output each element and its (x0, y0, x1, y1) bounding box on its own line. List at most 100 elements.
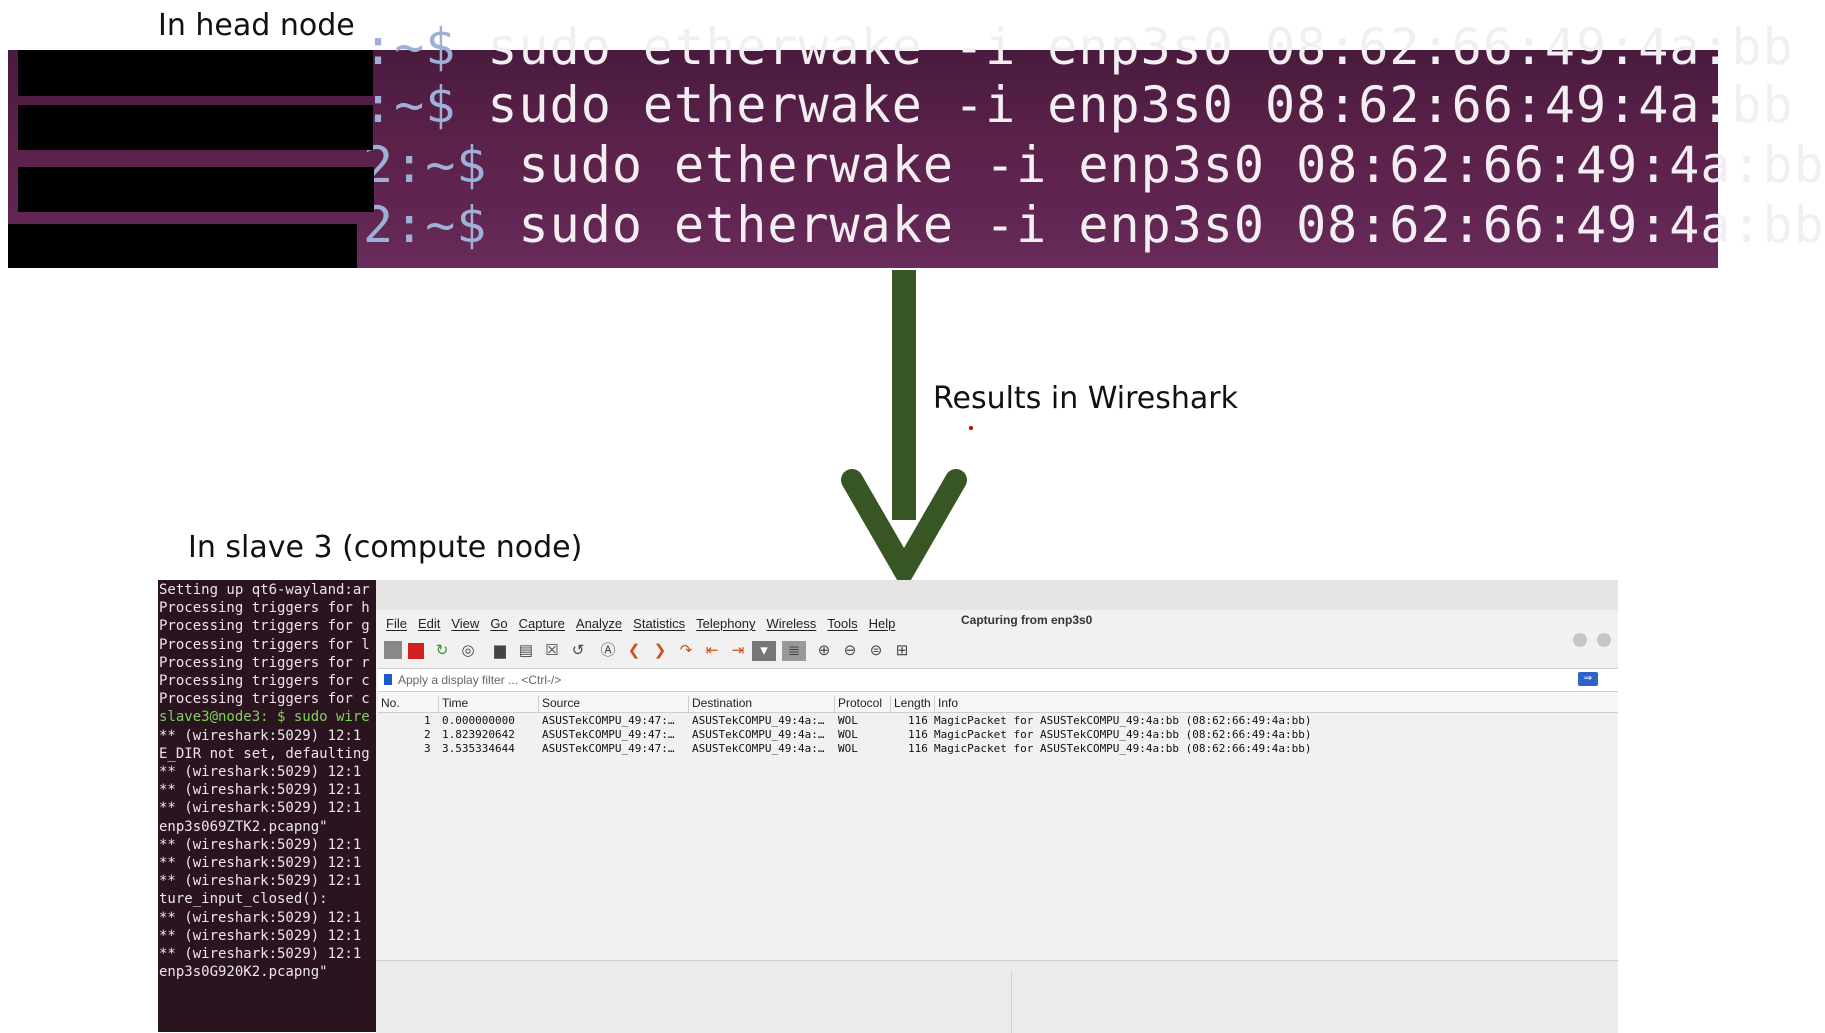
autoscroll-icon[interactable]: ▾ (752, 641, 776, 661)
normal-size-icon[interactable]: ⊜ (869, 642, 883, 659)
stray-dot (969, 426, 973, 430)
packet-source-cell: ASUSTekCOMPU_49:47:… (542, 742, 675, 755)
menu-wireless[interactable]: Wireless (766, 616, 817, 631)
redaction-box (18, 105, 373, 150)
first-packet-icon[interactable]: ⇤ (705, 642, 719, 659)
terminal-line: ** (wireshark:5029) 12:1 (159, 855, 362, 871)
terminal-line: ** (wireshark:5029) 12:1 (159, 946, 362, 962)
packet-destination-cell: ASUSTekCOMPU_49:4a:… (692, 742, 825, 755)
packet-source-cell: ASUSTekCOMPU_49:47:… (542, 728, 675, 741)
packet-row[interactable]: 3 3.535334644 ASUSTekCOMPU_49:47:… ASUSTekC… (378, 742, 1618, 756)
menu-tools[interactable]: Tools (827, 616, 858, 631)
menu-analyze[interactable]: Analyze (575, 616, 623, 631)
column-header-info[interactable]: Info (934, 696, 958, 712)
terminal-line: ** (wireshark:5029) 12:1 (159, 927, 362, 944)
terminal-line: ** (wireshark:5029) 12:1 (159, 764, 362, 780)
packet-row[interactable]: 2 1.823920642 ASUSTekCOMPU_49:47:… ASUSTekC… (378, 728, 1618, 742)
zoom-in-icon[interactable]: ⊕ (817, 642, 831, 659)
packet-destination-cell: ASUSTekCOMPU_49:4a:… (692, 714, 825, 727)
terminal-line: ** (wireshark:5029) 12:1 (159, 800, 362, 817)
capture-options-icon[interactable]: ◎ (461, 642, 475, 659)
packet-protocol-cell: WOL (838, 742, 858, 755)
terminal-line: ** (wireshark:5029) 12:1 (159, 727, 362, 744)
go-forward-icon[interactable]: ❯ (653, 642, 667, 659)
column-header-destination[interactable]: Destination (688, 696, 752, 712)
terminal-line: ** (wireshark:5029) 12:1 (159, 909, 362, 926)
pane-divider[interactable] (1011, 971, 1012, 1033)
packet-list-header: No. Time Source Destination Protocol Len… (378, 692, 1618, 713)
zoom-out-icon[interactable]: ⊖ (843, 642, 857, 659)
main-toolbar: ↻ ◎ ▆ ▤ ☒ ↺ Ⓐ ❮ ❯ ↷ ⇤ ⇥ ▾ ≣ ⊕ ⊖ ⊜ ⊞ (384, 636, 984, 666)
column-header-protocol[interactable]: Protocol (834, 696, 882, 712)
menu-capture[interactable]: Capture (518, 616, 565, 631)
packet-info-cell: MagicPacket for ASUSTekCOMPU_49:4a:bb (0… (934, 714, 1312, 727)
terminal-line: Processing triggers for c (159, 691, 370, 708)
terminal-line: ture_input_closed(): (159, 891, 328, 908)
packet-no-cell: 2 (424, 728, 431, 741)
terminal-line: Processing triggers for c (159, 673, 370, 689)
display-filter-input[interactable]: Apply a display filter ... <Ctrl-/> ⇒ (378, 668, 1618, 692)
packet-time-cell: 3.535334644 (442, 742, 515, 755)
apply-filter-icon[interactable]: ⇒ (1578, 672, 1598, 686)
menu-go[interactable]: Go (490, 616, 508, 631)
reload-file-icon[interactable]: ↺ (571, 642, 585, 659)
terminal-line: ** (wireshark:5029) 12:1 (159, 782, 362, 799)
packet-source-cell: ASUSTekCOMPU_49:47:… (542, 714, 675, 727)
maximize-icon[interactable] (1597, 633, 1611, 647)
minimize-icon[interactable] (1573, 633, 1587, 647)
terminal-line: enp3s069ZTK2.pcapng" (159, 818, 328, 835)
terminal-line: E_DIR not set, defaulting (159, 745, 370, 762)
menu-help[interactable]: Help (868, 616, 896, 631)
redaction-box (18, 167, 374, 212)
menu-telephony[interactable]: Telephony (696, 616, 756, 631)
packet-length-cell: 116 (908, 742, 928, 755)
packet-protocol-cell: WOL (838, 728, 858, 741)
column-header-no[interactable]: No. (381, 696, 400, 710)
packet-destination-cell: ASUSTekCOMPU_49:4a:… (692, 728, 825, 741)
open-file-icon[interactable]: ▆ (494, 642, 506, 659)
menu-view[interactable]: View (451, 616, 480, 631)
down-arrow-icon (841, 270, 967, 592)
terminal-line: Processing triggers for h (159, 600, 370, 617)
column-header-time[interactable]: Time (438, 696, 468, 712)
packet-row[interactable]: 1 0.000000000 ASUSTekCOMPU_49:47:… ASUSTekC… (378, 714, 1618, 728)
packet-protocol-cell: WOL (838, 714, 858, 727)
terminal-line: ** (wireshark:5029) 12:1 (159, 836, 362, 853)
go-back-icon[interactable]: ❮ (627, 642, 641, 659)
packet-info-cell: MagicPacket for ASUSTekCOMPU_49:4a:bb (0… (934, 742, 1312, 755)
packet-no-cell: 1 (424, 714, 431, 727)
slave-node-caption: In slave 3 (compute node) (188, 530, 583, 565)
last-packet-icon[interactable]: ⇥ (731, 642, 745, 659)
packet-details-pane (376, 960, 1618, 1033)
shark-fin-start-icon[interactable] (384, 641, 402, 659)
menu-statistics[interactable]: Statistics (633, 616, 686, 631)
restart-capture-icon[interactable]: ↻ (435, 642, 449, 659)
bookmark-icon[interactable] (384, 674, 392, 685)
colorize-icon[interactable]: ≣ (782, 641, 806, 661)
go-to-packet-icon[interactable]: ↷ (679, 642, 693, 659)
redaction-box (8, 224, 357, 268)
menu-edit[interactable]: Edit (417, 616, 441, 631)
filter-placeholder: Apply a display filter ... <Ctrl-/> (398, 673, 562, 687)
packet-time-cell: 0.000000000 (442, 714, 515, 727)
wireshark-window: Capturing from enp3s0 File Edit View Go Capt… (376, 580, 1618, 1033)
packet-time-cell: 1.823920642 (442, 728, 515, 741)
column-header-length[interactable]: Length (890, 696, 931, 712)
packet-no-cell: 3 (424, 742, 431, 755)
packet-info-cell: MagicPacket for ASUSTekCOMPU_49:4a:bb (0… (934, 728, 1312, 741)
column-header-source[interactable]: Source (538, 696, 580, 712)
close-file-icon[interactable]: ☒ (545, 642, 559, 659)
window-title: Capturing from enp3s0 (961, 613, 1093, 627)
stop-capture-icon[interactable] (408, 643, 424, 659)
menu-file[interactable]: File (386, 616, 407, 631)
terminal-line: Processing triggers for g (159, 618, 370, 635)
results-caption: Results in Wireshark (933, 381, 1238, 416)
menu-bar: File Edit View Go Capture Analyze Statistics Te… (386, 616, 906, 636)
find-packet-icon[interactable]: Ⓐ (600, 642, 616, 659)
redaction-box (18, 50, 373, 96)
terminal-line: enp3s0G920K2.pcapng" (159, 964, 328, 981)
resize-columns-icon[interactable]: ⊞ (895, 642, 909, 659)
save-file-icon[interactable]: ▤ (518, 642, 534, 659)
